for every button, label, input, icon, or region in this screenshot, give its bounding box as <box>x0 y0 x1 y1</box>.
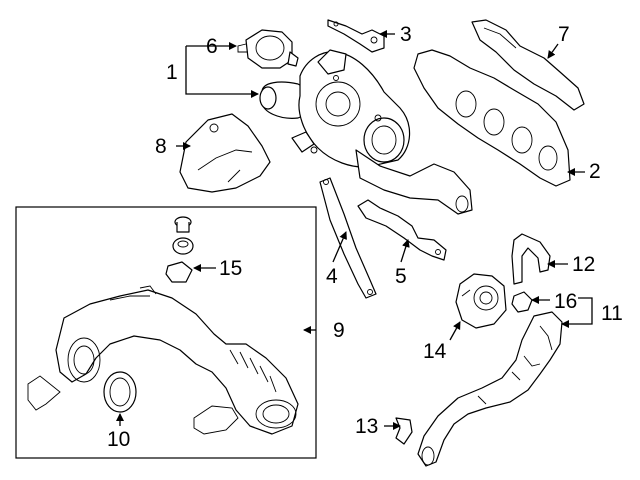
callout-12: 12 <box>572 253 595 276</box>
part-9-intake-duct <box>55 285 299 435</box>
callout-8: 8 <box>155 135 167 158</box>
part-3-bracket <box>327 19 385 53</box>
callout-7: 7 <box>558 23 570 46</box>
part-5-bracket <box>357 199 447 261</box>
part-10-seal-ring <box>103 371 137 413</box>
callout-2: 2 <box>589 160 601 183</box>
callout-13: 13 <box>355 415 378 438</box>
part-11-intake-pipe <box>417 311 563 467</box>
part-1-turbocharger <box>259 49 411 168</box>
wire-clip-right <box>193 405 239 435</box>
part-6-actuator <box>237 29 299 69</box>
part-16-sensor <box>511 291 533 313</box>
part-14-valve-housing <box>455 273 507 329</box>
callout-4: 4 <box>326 265 338 288</box>
leader-lines <box>116 30 593 430</box>
callout-15: 15 <box>219 257 242 280</box>
callout-16: 16 <box>554 290 577 313</box>
part-7-heat-shield <box>471 19 585 111</box>
callout-10: 10 <box>107 428 130 451</box>
part-15-fitting <box>165 216 194 283</box>
callout-14: 14 <box>423 340 447 363</box>
part-8-heat-shield <box>179 113 271 193</box>
callout-9: 9 <box>333 319 345 342</box>
callout-11: 11 <box>601 302 623 325</box>
callout-3: 3 <box>400 23 412 46</box>
part-4-support-rod <box>319 177 377 299</box>
callout-6: 6 <box>206 35 218 58</box>
part-2-gasket <box>413 49 571 187</box>
wire-clip-left <box>27 375 61 411</box>
part-12-clip <box>511 233 551 285</box>
callout-5: 5 <box>395 265 407 288</box>
inset-box-part-9 <box>15 206 317 459</box>
callout-1: 1 <box>166 61 178 84</box>
exhaust-manifold <box>355 149 473 215</box>
part-13-clip <box>395 417 413 445</box>
